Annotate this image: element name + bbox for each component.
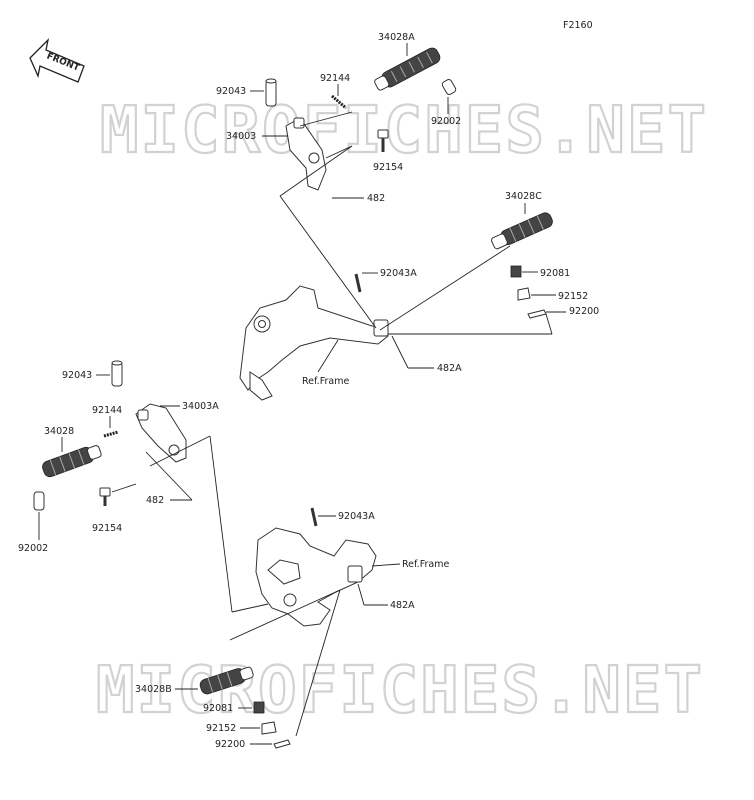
frame-left: 92043A Ref.Frame 482A	[255, 507, 449, 627]
label-482-left: 482	[146, 495, 164, 506]
rear-right-peg: 34028C 92081 92152 92200	[491, 191, 599, 319]
label-34028a: 34028A	[378, 32, 415, 43]
frame-right-body	[239, 285, 389, 391]
label-92200-right: 92200	[569, 306, 599, 317]
label-92154-upper: 92154	[373, 162, 403, 173]
front-arrow-icon: FRONT	[29, 38, 85, 83]
watermark-bottom: MICROFICHES.NET	[96, 654, 704, 728]
label-ref-frame-lower: Ref.Frame	[402, 559, 449, 570]
bolt-92154-upper	[377, 129, 389, 152]
footpeg-34028	[42, 445, 102, 478]
label-482a-lower: 482A	[390, 600, 415, 611]
footpeg-34028b	[199, 666, 254, 695]
label-92200-left: 92200	[215, 739, 245, 750]
label-92043a-lower: 92043A	[338, 511, 375, 522]
label-34028b: 34028B	[135, 684, 172, 695]
label-92144-left: 92144	[92, 405, 122, 416]
footpeg-34028a	[374, 47, 441, 91]
spring-92144-left	[103, 430, 119, 438]
rear-left-peg: 34028B 92081 92152 92200	[135, 589, 341, 750]
label-92144-upper: 92144	[320, 73, 350, 84]
frame-right: 92043A Ref.Frame 482A	[239, 268, 462, 401]
label-482-upper: 482	[367, 193, 385, 204]
watermark-top: MICROFICHES.NET	[100, 94, 708, 168]
bolt-92154-left	[99, 487, 111, 506]
label-ref-frame-upper: Ref.Frame	[302, 376, 349, 387]
washer-92200-left	[273, 739, 291, 749]
label-92154-left: 92154	[92, 523, 122, 534]
spring-92081-left	[253, 701, 265, 714]
label-92152-right: 92152	[558, 291, 588, 302]
label-92152-left: 92152	[206, 723, 236, 734]
stopper-92152-right	[517, 287, 531, 301]
label-92002-upper: 92002	[431, 116, 461, 127]
figure-code: F2160	[563, 20, 593, 31]
label-92043-upper: 92043	[216, 86, 246, 97]
washer-92200-right	[527, 309, 547, 319]
label-92043a-upper: 92043A	[380, 268, 417, 279]
label-482a-upper: 482A	[437, 363, 462, 374]
label-34003: 34003	[226, 131, 256, 142]
label-92002-left: 92002	[18, 543, 48, 554]
label-34003a: 34003A	[182, 401, 219, 412]
label-92043-left: 92043	[62, 370, 92, 381]
spring-92081-right	[510, 265, 522, 278]
left-assembly: 92043 34003A 92144 34028 482 92154	[18, 360, 219, 554]
footpeg-34028c	[491, 212, 553, 250]
upper-right-assembly: 34028A 92002 92043 92144 34003 92154	[216, 32, 461, 204]
bracket-34003	[285, 117, 327, 191]
label-34028c: 34028C	[505, 191, 542, 202]
label-92081-left: 92081	[203, 703, 233, 714]
spring-92144-upper	[331, 94, 347, 110]
stopper-92152-left	[261, 721, 277, 735]
label-34028: 34028	[44, 426, 74, 437]
label-92081-right: 92081	[540, 268, 570, 279]
